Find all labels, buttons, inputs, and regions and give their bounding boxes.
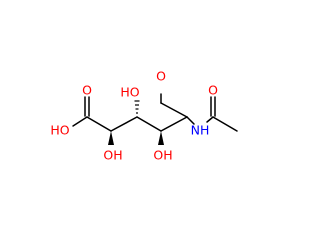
acid-oh-label: HO — [50, 123, 69, 138]
bond-c4-c5 — [160, 116, 188, 132]
wedge-c4-oh — [158, 131, 164, 145]
aldehyde-o-label: O — [156, 69, 166, 84]
c4-oh-label: OH — [153, 148, 172, 163]
c2-oh-label: OH — [103, 148, 122, 163]
bond-c5-c6 — [160, 102, 188, 118]
structure-svg: O O O HO OH HO OH NH — [50, 69, 238, 163]
bond-camide-ch3 — [212, 116, 238, 132]
bond-c3-c4 — [136, 116, 162, 132]
bond-c2-c3 — [110, 116, 138, 132]
nh-label: NH — [191, 123, 210, 138]
bond-c1-c2 — [86, 116, 112, 132]
hash-c3-oh — [134, 100, 140, 114]
acid-o-label: O — [82, 83, 92, 98]
c3-oh-label: HO — [120, 85, 139, 100]
wedge-c2-oh — [108, 131, 114, 145]
bond-c1-oh — [72, 116, 88, 127]
molecule-diagram: O O O HO OH HO OH NH — [50, 69, 238, 163]
bond-n-camide — [206, 116, 214, 123]
bond-c5-n — [186, 116, 195, 125]
amide-o-label: O — [208, 83, 218, 98]
